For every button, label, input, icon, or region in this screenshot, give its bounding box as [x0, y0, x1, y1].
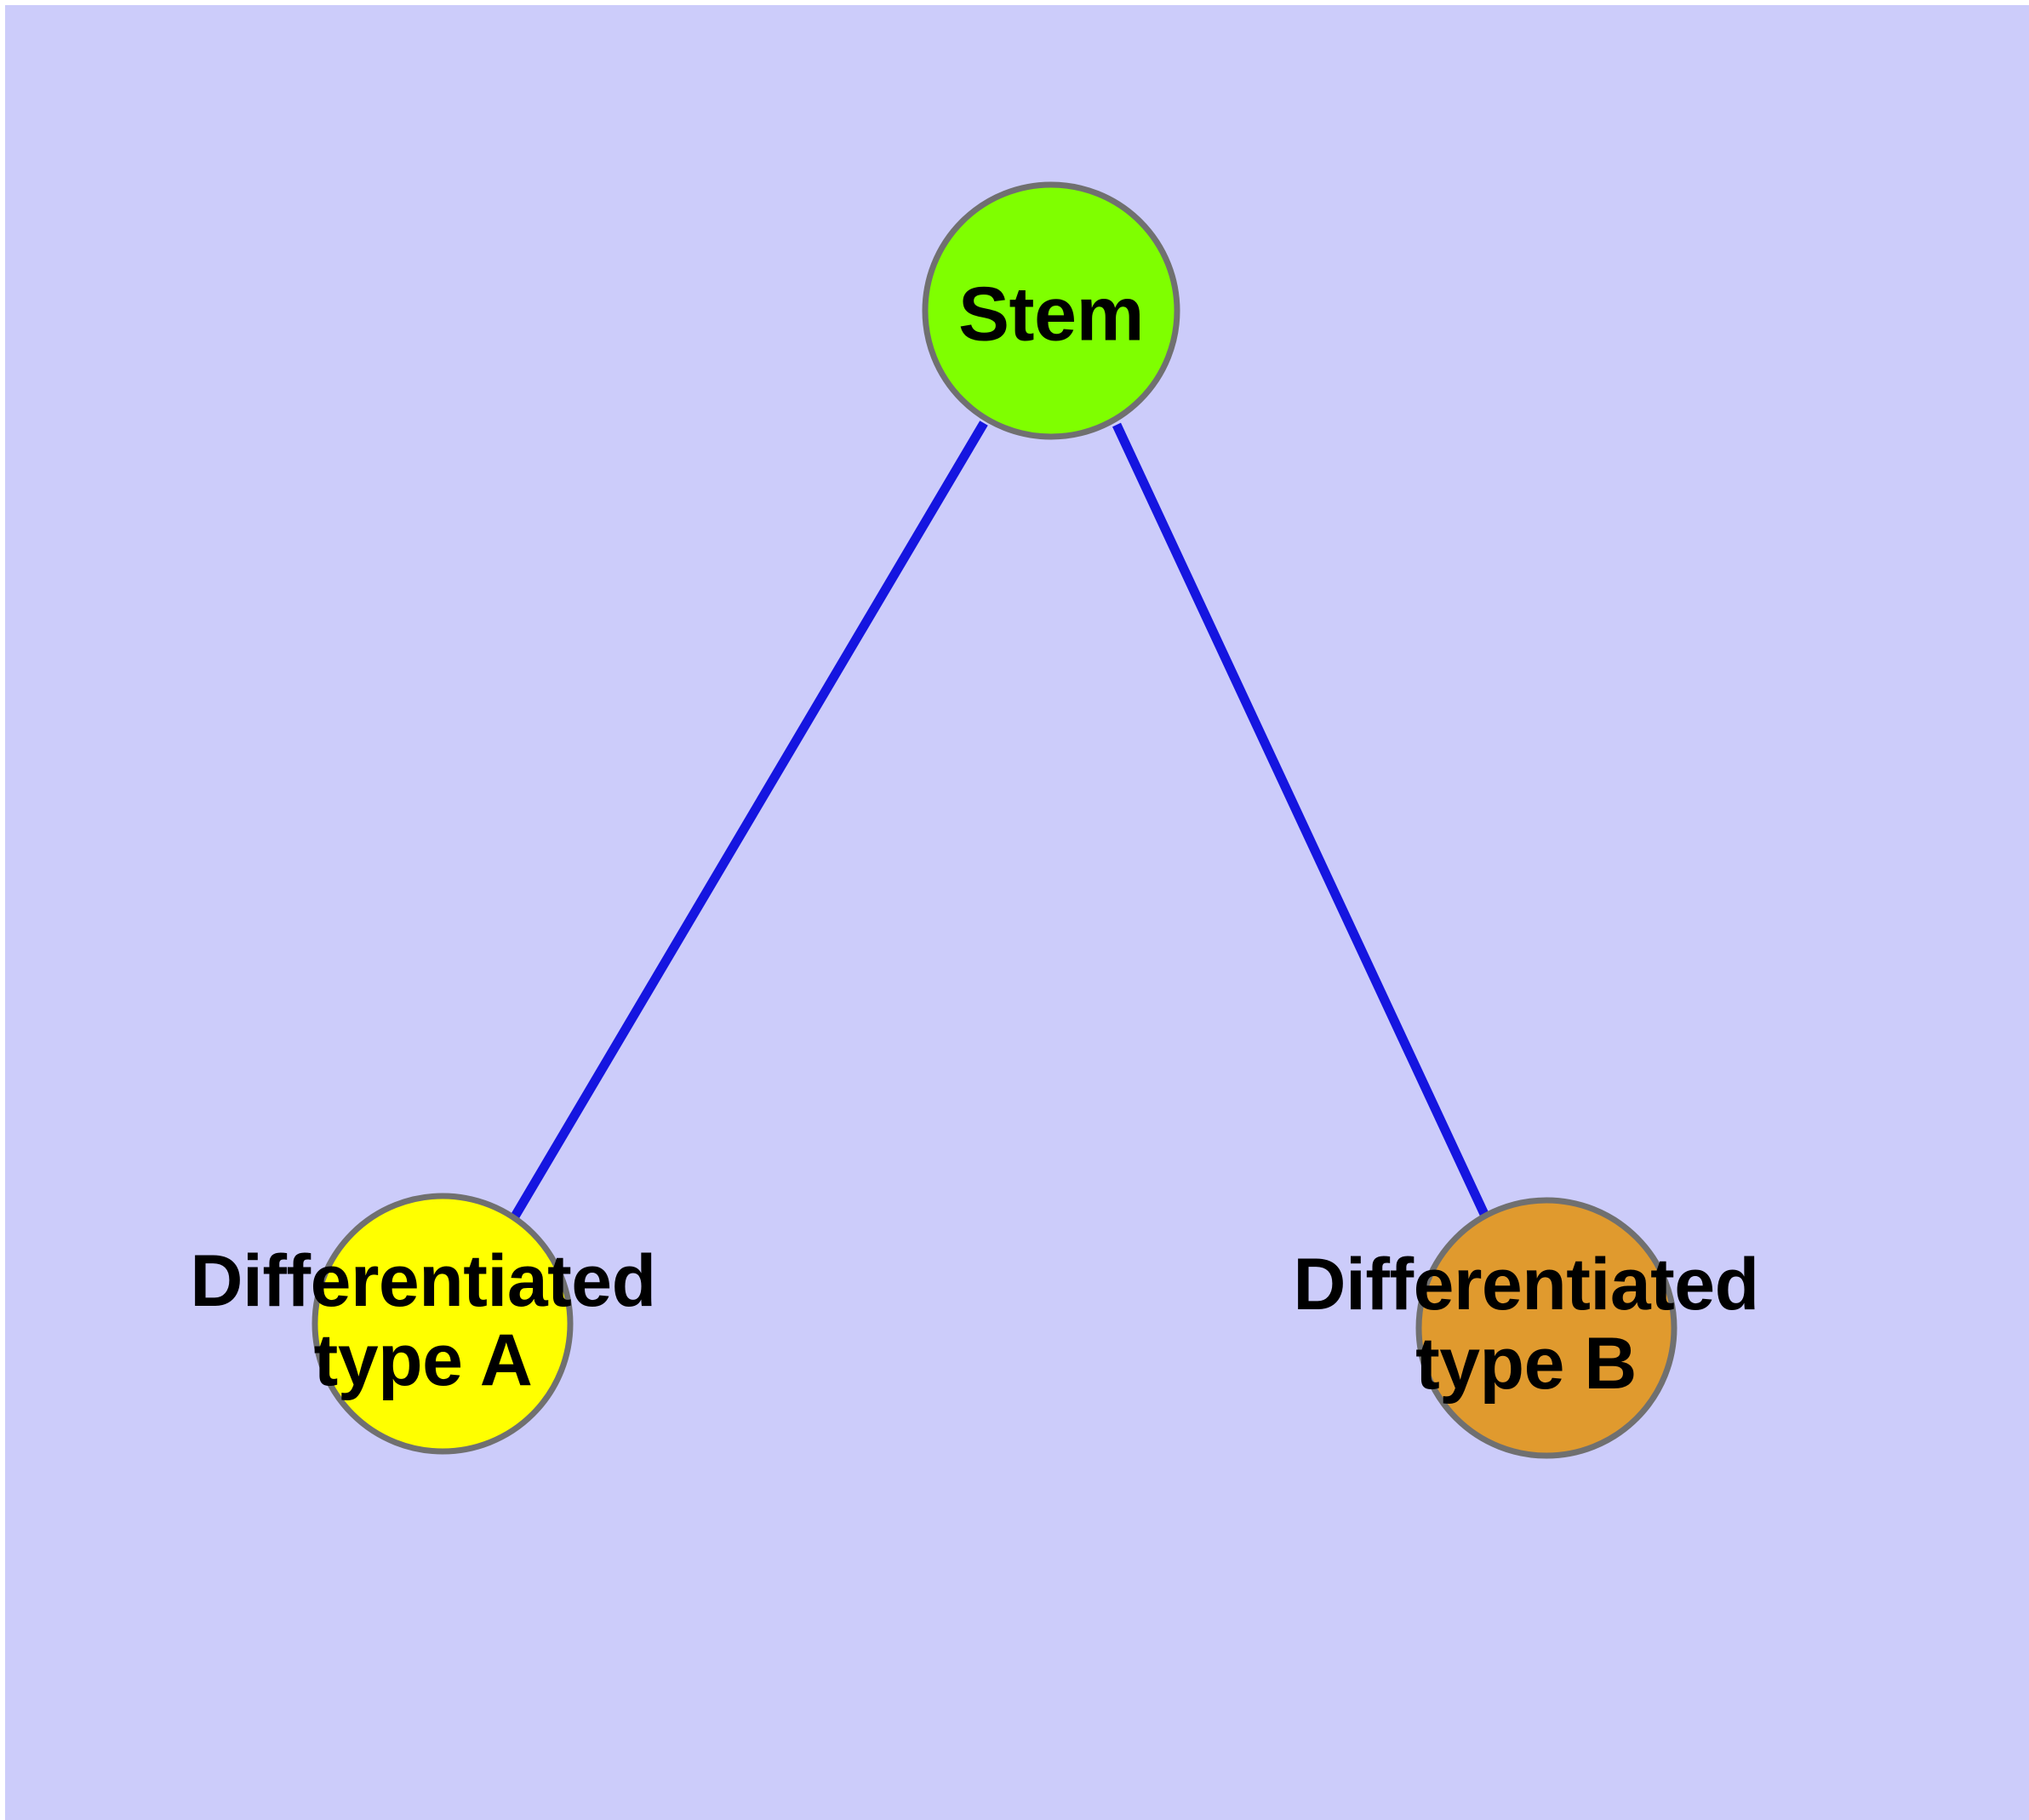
edge-stem-to-differentiated-type-b[interactable]	[1112, 422, 1493, 1226]
node-stem[interactable]	[922, 181, 1180, 440]
edge-stem-to-differentiated-type-a[interactable]	[508, 421, 988, 1223]
edge-layer	[508, 421, 1493, 1226]
node-differentiated-type-a[interactable]	[311, 1193, 574, 1455]
node-differentiated-type-b[interactable]	[1415, 1197, 1677, 1459]
node-layer	[311, 181, 1677, 1459]
